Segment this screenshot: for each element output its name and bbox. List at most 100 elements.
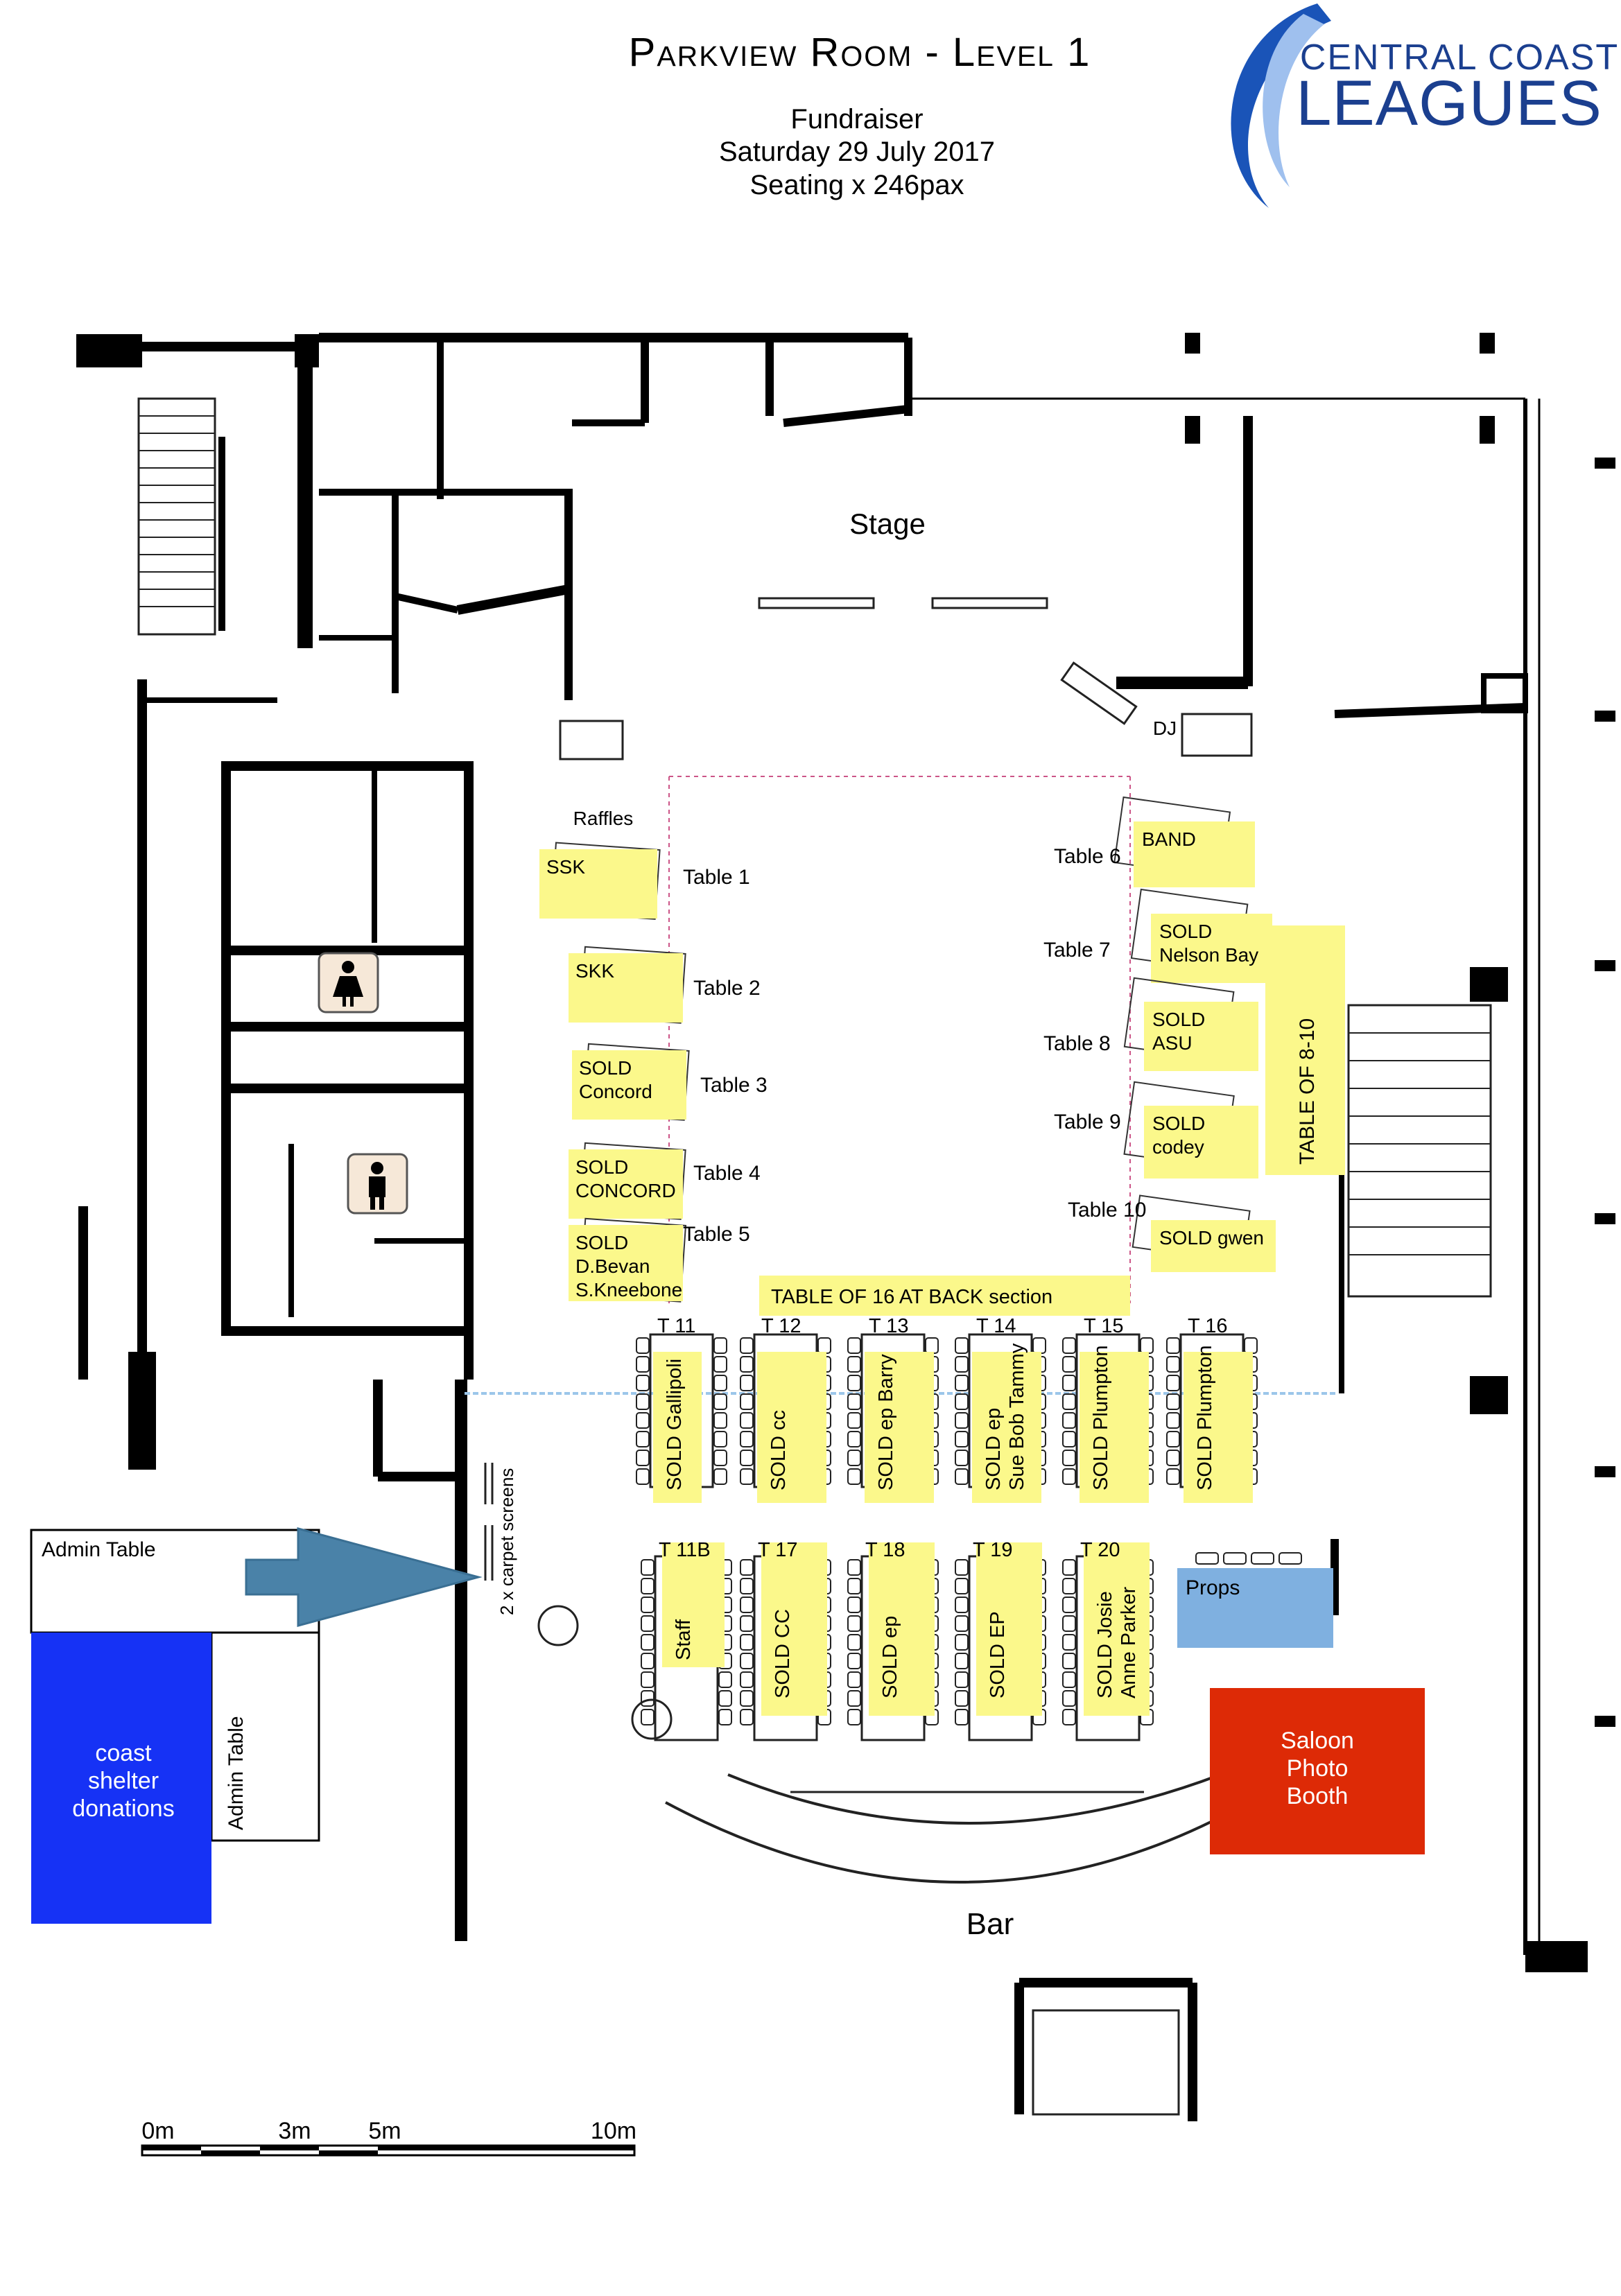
chair xyxy=(1062,1337,1076,1354)
sticky-note xyxy=(662,1542,725,1667)
group-note-text: TABLE OF 8-10 xyxy=(1296,1018,1319,1165)
chair xyxy=(713,1375,727,1391)
chair xyxy=(1244,1337,1258,1354)
sticky-note xyxy=(569,953,683,1023)
arrow-icon xyxy=(245,1527,483,1627)
chair xyxy=(740,1709,754,1725)
chair xyxy=(1062,1468,1076,1485)
table-label: Table 2 xyxy=(693,977,761,1000)
chair xyxy=(955,1671,969,1688)
sticky-note xyxy=(1144,1002,1258,1071)
scale-label-10: 10m xyxy=(591,2118,636,2144)
scale-label-3: 3m xyxy=(278,2118,311,2144)
chair xyxy=(641,1615,655,1632)
chair xyxy=(1032,1337,1046,1354)
logo-swoosh xyxy=(1231,3,1331,208)
note-text: Concord xyxy=(579,1081,652,1102)
chair xyxy=(1062,1634,1076,1651)
note-text: CONCORD xyxy=(575,1180,676,1201)
note-text: SOLD xyxy=(575,1156,628,1178)
chair xyxy=(740,1690,754,1707)
chair xyxy=(955,1690,969,1707)
note-text: SOLD xyxy=(1159,921,1212,942)
male-icon xyxy=(347,1153,408,1215)
photo-booth-label-3: Booth xyxy=(1287,1783,1349,1809)
page-title: Parkview Room - Level 1 xyxy=(629,30,1091,75)
note-text: Nelson Bay xyxy=(1159,944,1258,966)
note-text: D.Bevan xyxy=(575,1255,650,1277)
chair xyxy=(713,1431,727,1447)
chair xyxy=(641,1653,655,1669)
chair xyxy=(1062,1615,1076,1632)
table-label: T 17 xyxy=(758,1539,798,1561)
sticky-note xyxy=(1151,914,1272,983)
note-text: SOLD ep Barry xyxy=(875,1354,897,1490)
photo-booth-box: Saloon Photo Booth xyxy=(1210,1688,1425,1854)
chair xyxy=(1062,1356,1076,1373)
table-label: T 11 xyxy=(657,1315,695,1337)
sticky-note xyxy=(653,1352,702,1503)
donations-label-1: coast xyxy=(95,1740,152,1766)
chair xyxy=(1195,1552,1219,1565)
chair xyxy=(1062,1412,1076,1429)
chair xyxy=(847,1709,861,1725)
chair xyxy=(740,1450,754,1466)
chair xyxy=(925,1337,939,1354)
chair xyxy=(636,1337,650,1354)
chair xyxy=(955,1431,969,1447)
chair xyxy=(1062,1431,1076,1447)
chair xyxy=(1166,1375,1180,1391)
sticky-note xyxy=(972,1352,1041,1503)
chair xyxy=(1062,1450,1076,1466)
note-text: SOLD EP xyxy=(987,1611,1009,1698)
table-label: Table 7 xyxy=(1043,939,1111,962)
table-label: T 14 xyxy=(976,1315,1016,1337)
note-text: SOLD xyxy=(575,1232,628,1253)
sticky-note xyxy=(1151,1220,1276,1272)
table-label: Table 8 xyxy=(1043,1032,1111,1055)
chair xyxy=(955,1634,969,1651)
note-text: S.Kneebone xyxy=(575,1279,682,1301)
admin-table-top-label: Admin Table xyxy=(42,1538,156,1561)
scale-label-0: 0m xyxy=(141,2118,174,2144)
table-label: T 16 xyxy=(1188,1315,1228,1337)
sticky-note xyxy=(757,1352,826,1503)
props-box: Props xyxy=(1177,1568,1333,1648)
chair xyxy=(713,1412,727,1429)
event-seating: Seating x 246pax xyxy=(749,170,964,200)
admin-table-side[interactable]: Admin Table xyxy=(210,1631,320,1842)
chair xyxy=(713,1450,727,1466)
table-label: Table 10 xyxy=(1068,1199,1146,1221)
table-group-8-10-note: TABLE OF 8-10 xyxy=(1265,925,1345,1175)
note-text: SOLD cc xyxy=(768,1410,790,1490)
chair xyxy=(1062,1597,1076,1613)
sticky-note xyxy=(1084,1542,1150,1716)
donations-box: coast shelter donations xyxy=(31,1633,211,1924)
chair xyxy=(1166,1393,1180,1410)
chair xyxy=(740,1431,754,1447)
chair xyxy=(1062,1690,1076,1707)
chair xyxy=(1166,1412,1180,1429)
